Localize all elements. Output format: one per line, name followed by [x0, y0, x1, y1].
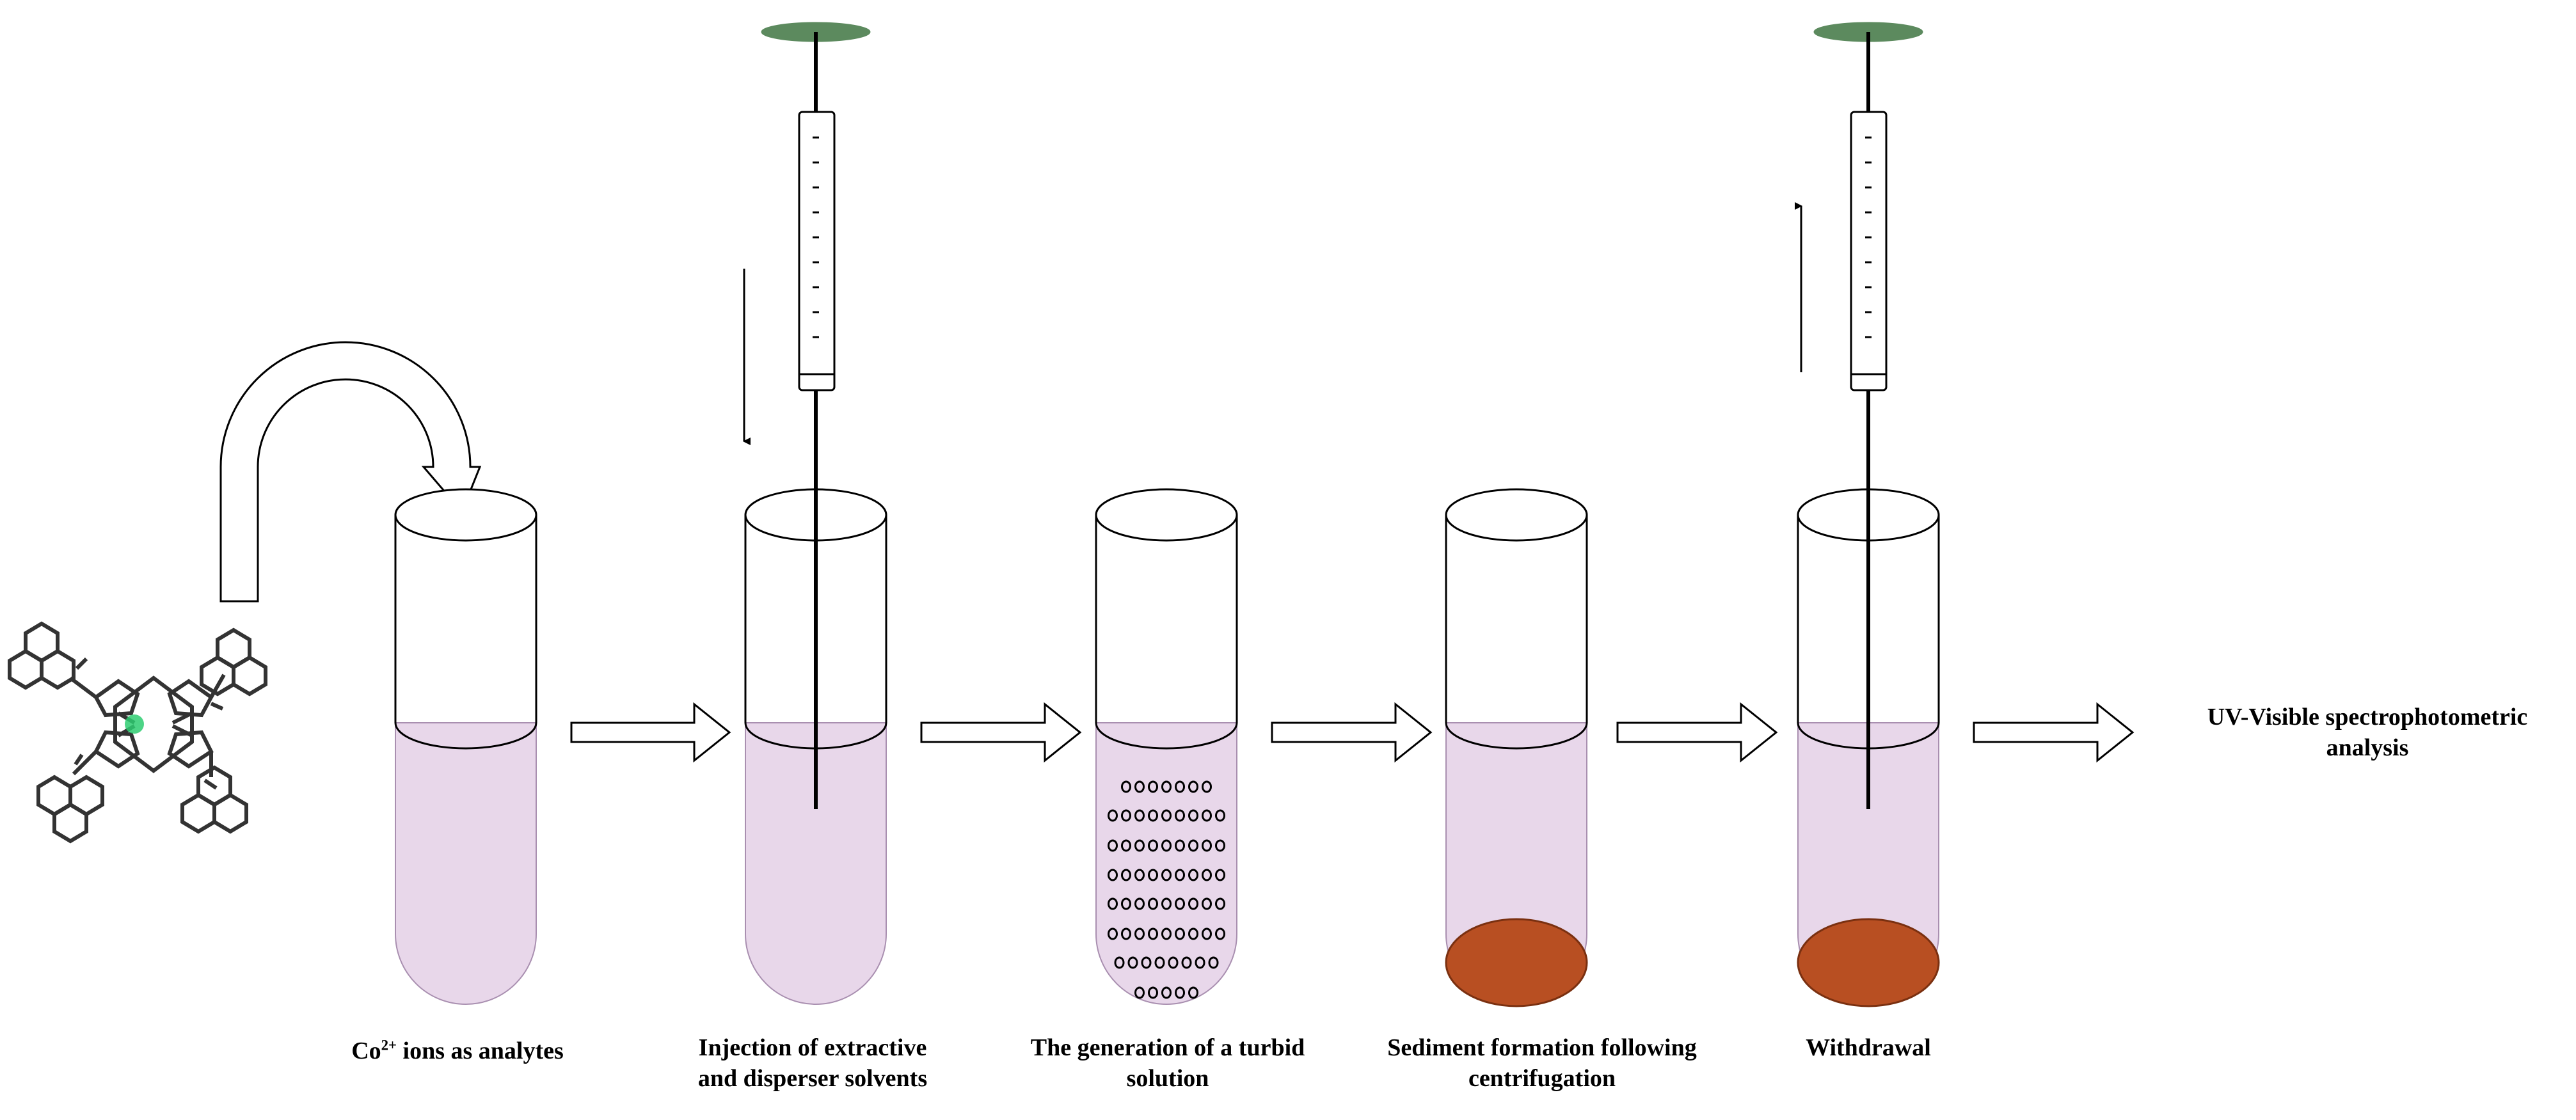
droplet [1161, 986, 1172, 999]
droplet [1181, 956, 1192, 969]
droplet [1134, 897, 1145, 910]
droplet [1134, 780, 1145, 793]
droplet [1188, 897, 1198, 910]
droplet [1108, 897, 1118, 910]
droplet [1215, 897, 1225, 910]
droplet [1121, 809, 1131, 822]
droplet [1188, 927, 1198, 940]
droplet [1175, 986, 1185, 999]
droplet [1121, 839, 1131, 852]
step-label-analytes: Co2+ ions as analytes [351, 1037, 564, 1064]
droplet [1148, 986, 1158, 999]
tube-group [394, 488, 1940, 1007]
droplet [1108, 809, 1118, 822]
process-arrow [1271, 702, 1433, 763]
droplet [1188, 839, 1198, 852]
droplet [1202, 780, 1212, 793]
tube-withdrawal [1797, 488, 1940, 1007]
tube-turbid [1095, 488, 1238, 1005]
droplet [1134, 986, 1145, 999]
droplet [1121, 780, 1131, 793]
droplet [1134, 927, 1145, 940]
droplet [1188, 986, 1198, 999]
step-label-withdrawal: Withdrawal [1806, 1034, 1931, 1061]
metal-center-icon [125, 714, 144, 734]
droplet [1188, 869, 1198, 881]
droplet [1148, 809, 1158, 822]
droplet [1202, 809, 1212, 822]
droplet [1208, 956, 1219, 969]
droplet [1215, 869, 1225, 881]
droplet [1195, 956, 1205, 969]
droplet [1188, 809, 1198, 822]
droplet [1175, 927, 1185, 940]
droplet [1175, 809, 1185, 822]
droplet [1175, 869, 1185, 881]
droplet [1134, 869, 1145, 881]
droplet [1134, 809, 1145, 822]
syringe-withdrawal [1813, 22, 1923, 809]
droplet [1175, 897, 1185, 910]
droplet [1121, 869, 1131, 881]
droplet [1202, 839, 1212, 852]
droplet [1175, 839, 1185, 852]
ligand-molecule-icon [8, 621, 267, 844]
droplet [1161, 809, 1172, 822]
droplet [1148, 927, 1158, 940]
process-arrow [1616, 702, 1778, 763]
droplet [1215, 839, 1225, 852]
droplet [1215, 927, 1225, 940]
droplet [1175, 780, 1185, 793]
droplet [1161, 897, 1172, 910]
droplet [1127, 956, 1138, 969]
droplet [1148, 897, 1158, 910]
droplet [1108, 839, 1118, 852]
syringe-injection [761, 22, 871, 809]
droplet [1114, 956, 1125, 969]
process-arrow [1973, 702, 2135, 763]
droplet [1134, 839, 1145, 852]
process-arrow [570, 702, 731, 763]
process-arrows [570, 702, 2135, 763]
process-arrow [920, 702, 1082, 763]
droplet [1161, 839, 1172, 852]
droplet [1108, 927, 1118, 940]
droplet [1202, 869, 1212, 881]
droplet [1188, 780, 1198, 793]
droplet [1121, 927, 1131, 940]
droplet [1121, 897, 1131, 910]
tube-sediment [1445, 488, 1588, 1007]
droplet [1141, 956, 1152, 969]
sediment-phase [1445, 918, 1588, 1007]
droplet [1161, 927, 1172, 940]
droplet [1148, 869, 1158, 881]
droplet [1168, 956, 1179, 969]
droplet [1215, 809, 1225, 822]
droplet [1161, 780, 1172, 793]
tube-analytes [394, 488, 537, 1005]
droplet [1148, 780, 1158, 793]
droplet [1161, 869, 1172, 881]
droplet [1148, 839, 1158, 852]
droplet [1202, 897, 1212, 910]
droplet [1202, 927, 1212, 940]
sediment-phase [1797, 918, 1940, 1007]
droplet [1108, 869, 1118, 881]
curved-add-arrow [219, 341, 482, 603]
droplet [1154, 956, 1165, 969]
